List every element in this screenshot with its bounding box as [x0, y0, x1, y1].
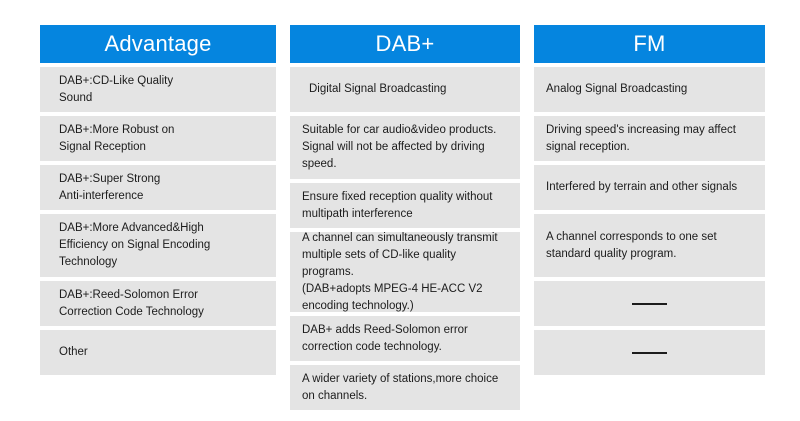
cell-text: DAB+:Reed-Solomon Error Correction Code …	[59, 288, 204, 318]
cell-fm-5: ——	[534, 330, 765, 375]
column-dabplus: DAB+ Digital Signal Broadcasting Suitabl…	[290, 25, 520, 410]
cell-fm-3: A channel corresponds to one set standar…	[534, 214, 765, 277]
em-dash-placeholder-icon: ——	[632, 302, 667, 305]
cell-text: Digital Signal Broadcasting	[309, 83, 447, 95]
cell-text: DAB+ adds Reed-Solomon error correction …	[302, 323, 468, 353]
cell-text: Driving speed's increasing may affect si…	[546, 123, 736, 153]
column-header-fm: FM	[534, 25, 765, 63]
cell-text: DAB+:More Advanced&High Efficiency on Si…	[59, 222, 211, 268]
em-dash-placeholder-icon: ——	[632, 351, 667, 354]
column-header-advantage: Advantage	[40, 25, 276, 63]
cell-advantage-2: DAB+:Super Strong Anti-interference	[40, 165, 276, 210]
cell-text: DAB+:More Robust on Signal Reception	[59, 123, 175, 153]
cell-dabplus-5: A wider variety of stations,more choice …	[290, 365, 520, 410]
column-advantage: Advantage DAB+:CD-Like Quality Sound DAB…	[40, 25, 276, 375]
column-fm: FM Analog Signal Broadcasting Driving sp…	[534, 25, 765, 375]
cell-dabplus-0: Digital Signal Broadcasting	[290, 67, 520, 112]
cell-text: Other	[59, 346, 88, 358]
cell-text: DAB+:Super Strong Anti-interference	[59, 172, 161, 202]
column-header-dabplus: DAB+	[290, 25, 520, 63]
comparison-table: Advantage DAB+:CD-Like Quality Sound DAB…	[40, 25, 765, 410]
cell-fm-0: Analog Signal Broadcasting	[534, 67, 765, 112]
cell-text: Suitable for car audio&video products. S…	[302, 124, 497, 170]
cell-dabplus-2: Ensure fixed reception quality without m…	[290, 183, 520, 228]
cell-text: A channel can simultaneously transmit mu…	[302, 231, 498, 312]
cell-text: DAB+:CD-Like Quality Sound	[59, 74, 174, 104]
cell-text: A channel corresponds to one set standar…	[546, 230, 717, 260]
cell-text: Interfered by terrain and other signals	[546, 181, 738, 193]
cell-advantage-3: DAB+:More Advanced&High Efficiency on Si…	[40, 214, 276, 277]
cell-advantage-0: DAB+:CD-Like Quality Sound	[40, 67, 276, 112]
cell-advantage-5: Other	[40, 330, 276, 375]
cell-fm-2: Interfered by terrain and other signals	[534, 165, 765, 210]
cell-fm-4: ——	[534, 281, 765, 326]
cell-text: Analog Signal Broadcasting	[546, 83, 688, 95]
cell-text: Ensure fixed reception quality without m…	[302, 190, 493, 220]
cell-fm-1: Driving speed's increasing may affect si…	[534, 116, 765, 161]
cell-advantage-4: DAB+:Reed-Solomon Error Correction Code …	[40, 281, 276, 326]
cell-dabplus-1: Suitable for car audio&video products. S…	[290, 116, 520, 179]
cell-text: A wider variety of stations,more choice …	[302, 372, 499, 402]
cell-dabplus-4: DAB+ adds Reed-Solomon error correction …	[290, 316, 520, 361]
cell-dabplus-3: A channel can simultaneously transmit mu…	[290, 232, 520, 312]
cell-advantage-1: DAB+:More Robust on Signal Reception	[40, 116, 276, 161]
